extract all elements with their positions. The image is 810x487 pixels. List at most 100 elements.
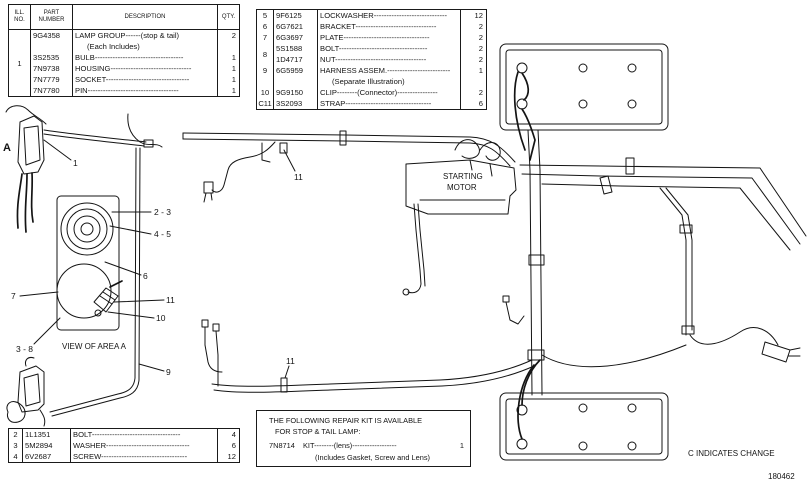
part-description: HARNESS ASSEM.------------------------- bbox=[317, 65, 461, 76]
part-number: 5M2894 bbox=[22, 440, 71, 451]
terminal bbox=[599, 175, 613, 195]
wire bbox=[689, 327, 779, 346]
part-qty bbox=[217, 41, 240, 52]
part-number: 3S2093 bbox=[273, 98, 318, 110]
connector bbox=[761, 341, 791, 363]
bolt-hole bbox=[578, 403, 588, 413]
part-description: LAMP GROUP------(stop & tail) bbox=[72, 29, 218, 41]
part-description: NUT------------------------------------ bbox=[317, 54, 461, 65]
parts-row: 8 5S1588 BOLT---------------------------… bbox=[256, 43, 487, 65]
part-description: BOLT----------------------------------- bbox=[317, 43, 461, 54]
area-a-label: A bbox=[3, 142, 11, 154]
callout-number: 11 bbox=[294, 172, 303, 182]
parts-row: 9 6G5959 HARNESS ASSEM.-----------------… bbox=[256, 65, 487, 76]
parts-list-mounting: 2 1L1351 BOLT---------------------------… bbox=[8, 428, 240, 463]
wire bbox=[541, 183, 791, 251]
lamp-lead-wire bbox=[24, 173, 28, 233]
part-qty: 2 bbox=[460, 32, 487, 43]
part-description: CLIP--------(Connector)---------------- bbox=[317, 87, 461, 98]
parts-row: 7N7779 SOCKET---------------------------… bbox=[9, 74, 240, 85]
part-description: WASHER--------------------------------- bbox=[70, 440, 218, 451]
parts-row: (Separate Illustration) bbox=[256, 76, 487, 87]
wire bbox=[182, 138, 511, 167]
leader-line bbox=[33, 317, 61, 345]
part-qty: 2 bbox=[460, 87, 487, 98]
clip bbox=[527, 349, 545, 361]
wire bbox=[665, 187, 693, 331]
ill-no: 7 bbox=[256, 32, 274, 43]
starting-motor-label: MOTOR bbox=[447, 183, 477, 192]
part-description: BOLT----------------------------------- bbox=[70, 428, 218, 440]
clip bbox=[625, 157, 635, 175]
battery-cable bbox=[521, 359, 541, 406]
wire bbox=[127, 113, 163, 148]
leader-line bbox=[113, 299, 165, 303]
part-description: SOCKET--------------------------------- bbox=[72, 74, 218, 85]
clip bbox=[528, 254, 545, 266]
wire bbox=[213, 365, 535, 393]
parts-row: 4 6V2687 SCREW--------------------------… bbox=[8, 451, 240, 463]
battery-inner bbox=[505, 49, 663, 125]
part-description: SCREW---------------------------------- bbox=[70, 451, 218, 463]
callout-number: 7 bbox=[11, 291, 16, 301]
part-qty: 6 bbox=[460, 98, 487, 110]
ill-no: 10 bbox=[256, 87, 274, 98]
ill-no: 2 bbox=[8, 428, 23, 440]
part-number: 9G9150 bbox=[273, 87, 318, 98]
bolt-hole bbox=[627, 63, 637, 73]
part-number: 7N9738 bbox=[30, 63, 73, 74]
stop-tail-lamp-upper bbox=[5, 105, 47, 233]
part-qty: 12 bbox=[217, 451, 240, 463]
part-qty: 2 bbox=[460, 21, 487, 32]
header-qty: QTY. bbox=[217, 4, 240, 30]
repair-kit-subheading: FOR STOP & TAIL LAMP: bbox=[275, 427, 361, 436]
mounting-plate bbox=[56, 195, 120, 331]
ill-no: 1 bbox=[8, 29, 31, 97]
leader-line bbox=[138, 363, 165, 372]
change-marker: C bbox=[258, 99, 264, 108]
right-harness bbox=[502, 129, 807, 396]
view-of-area-a bbox=[56, 195, 123, 331]
ground-cable bbox=[407, 203, 422, 294]
part-qty: 12 bbox=[460, 9, 487, 21]
illustration-number: 180462 bbox=[768, 472, 795, 481]
wire bbox=[541, 344, 687, 368]
leader-line bbox=[284, 365, 290, 379]
strap bbox=[339, 130, 347, 146]
callout-number: 11 bbox=[286, 356, 295, 366]
starting-motor-label: STARTING bbox=[443, 172, 483, 181]
parts-list-lamp-group: ILL. NO. PART NUMBER DESCRIPTION QTY. 1 … bbox=[8, 4, 240, 97]
part-description: LOCKWASHER----------------------------- bbox=[317, 9, 461, 21]
wire bbox=[49, 147, 137, 413]
part-description: BULB----------------------------------- bbox=[72, 52, 218, 63]
part-qty: 6 bbox=[217, 440, 240, 451]
part-description: HOUSING-------------------------------- bbox=[72, 63, 218, 74]
part-qty: 4 bbox=[217, 428, 240, 440]
ill-no: 5 bbox=[256, 9, 274, 21]
lamp-wire-curl bbox=[5, 105, 47, 125]
parts-row: C11 3S2093 STRAP------------------------… bbox=[256, 98, 487, 110]
lamp-lens-ring bbox=[73, 215, 101, 243]
strap bbox=[679, 224, 693, 234]
wire bbox=[182, 132, 516, 163]
callout-number: 9 bbox=[166, 367, 171, 377]
parts-row: 7N7780 PIN------------------------------… bbox=[9, 85, 240, 97]
part-qty: 1 bbox=[217, 52, 240, 63]
battery-cable bbox=[521, 72, 530, 101]
wire bbox=[43, 129, 147, 143]
ill-number: 11 bbox=[263, 99, 272, 108]
bolt-hole bbox=[627, 403, 637, 413]
repair-kit-qty: 1 bbox=[459, 441, 464, 450]
bolt bbox=[94, 309, 102, 317]
wire bbox=[204, 326, 223, 373]
connector-lead bbox=[787, 347, 801, 357]
bolt-hole bbox=[578, 63, 588, 73]
leader-line bbox=[19, 291, 59, 297]
connector bbox=[505, 301, 525, 325]
part-description: STRAP---------------------------------- bbox=[317, 98, 461, 110]
wire bbox=[211, 359, 533, 387]
wire bbox=[521, 173, 801, 245]
left-harness bbox=[43, 113, 163, 417]
part-qty: 1 bbox=[217, 63, 240, 74]
lamp-wire-curl bbox=[6, 401, 26, 423]
